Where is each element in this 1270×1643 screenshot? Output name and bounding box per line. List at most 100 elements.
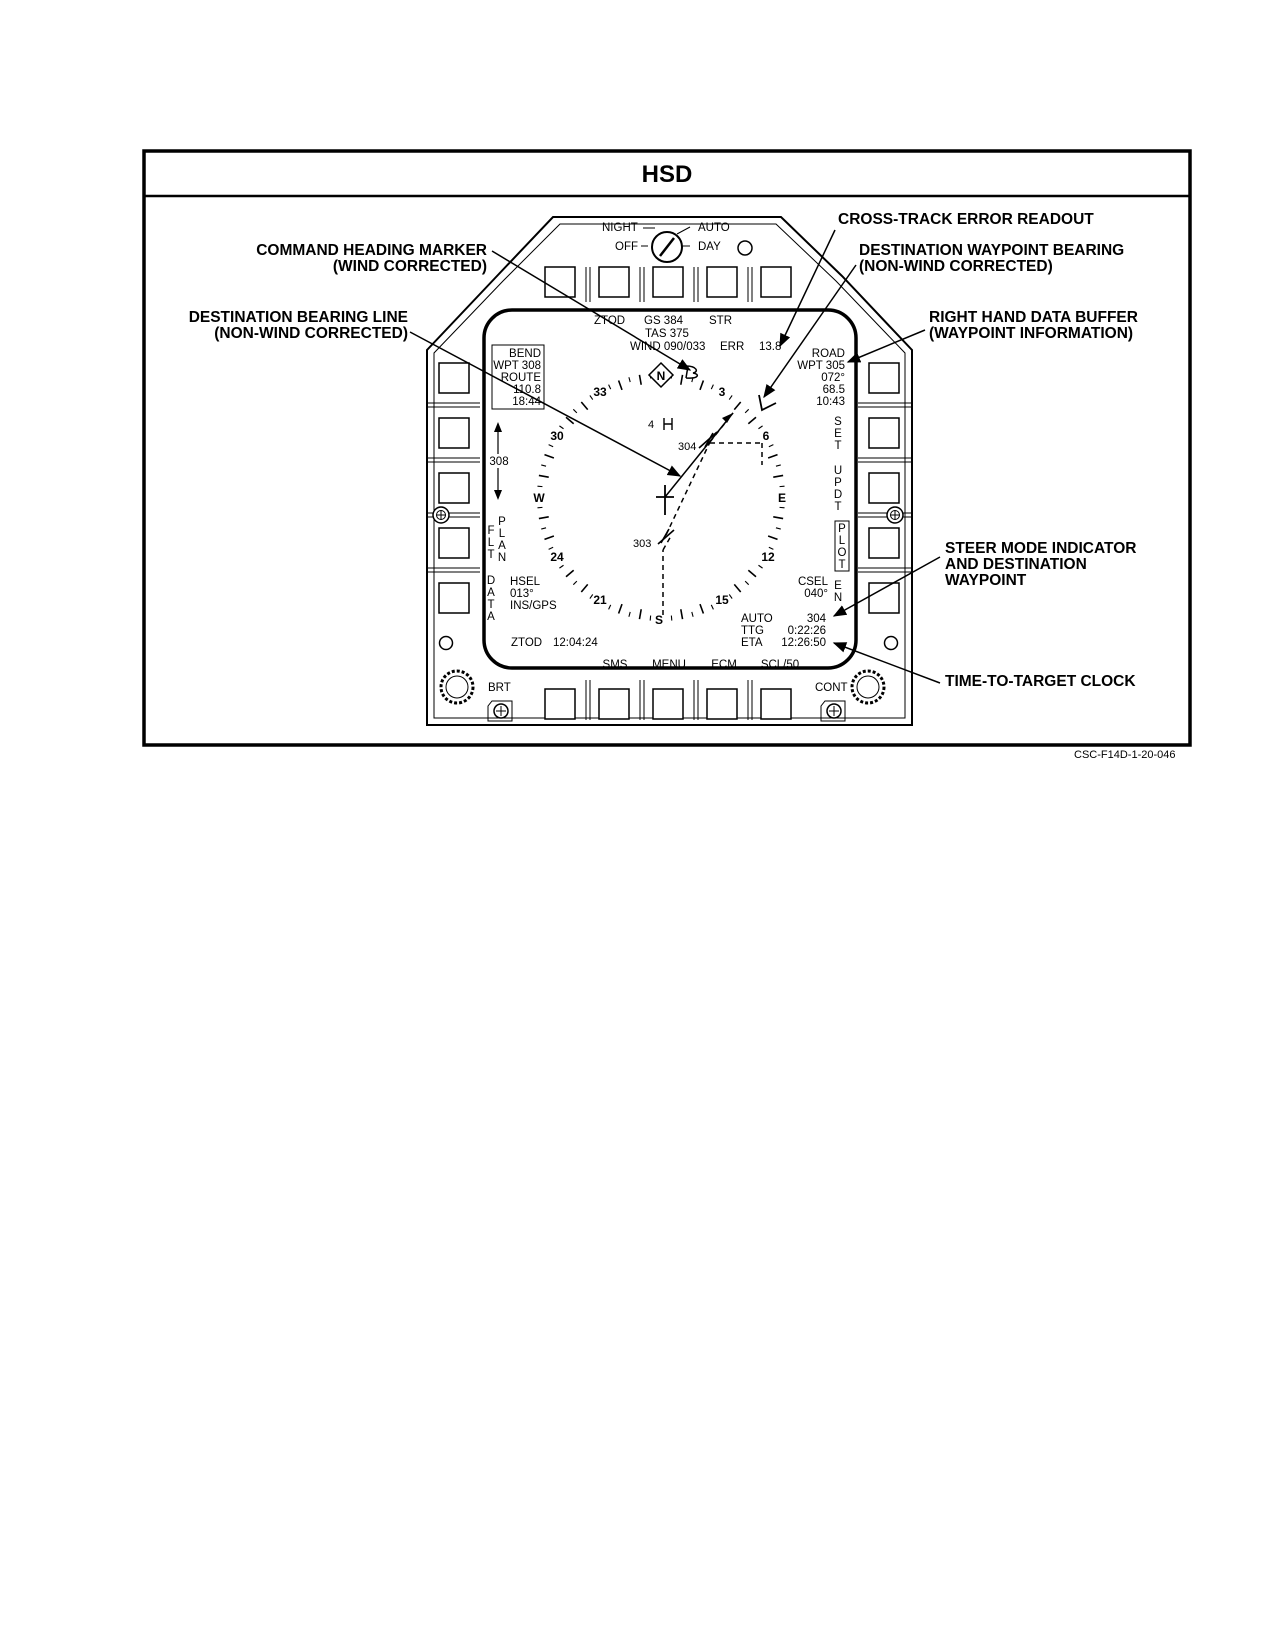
sms-option[interactable]: SMS <box>603 659 628 671</box>
eta-label: ETA <box>741 637 763 649</box>
right-button-4[interactable] <box>868 527 900 559</box>
left-button-4[interactable] <box>438 527 470 559</box>
bottom-button-1[interactable] <box>544 688 576 720</box>
left-buffer-line-2: WPT 308 <box>493 360 541 372</box>
compass-tick <box>733 583 742 593</box>
compass-tick <box>538 516 549 520</box>
tas-readout: TAS 375 <box>645 328 689 340</box>
compass-tick <box>580 583 589 593</box>
top-button-2[interactable] <box>598 266 630 298</box>
svg-text:WAYPOINT: WAYPOINT <box>945 572 1027 589</box>
leader-ttt-clock <box>832 642 941 684</box>
compass-tick <box>608 384 612 390</box>
left-button-5[interactable] <box>438 582 470 614</box>
svg-text:DESTINATION WAYPOINT BEARING: DESTINATION WAYPOINT BEARING <box>859 242 1124 259</box>
compass-tick <box>559 564 564 569</box>
ttg-label: TTG <box>741 625 764 637</box>
scl-option[interactable]: SCL/50 <box>761 659 799 671</box>
compass-tick <box>572 408 578 414</box>
brt-label: BRT <box>488 682 511 694</box>
bottom-button-4[interactable] <box>706 688 738 720</box>
display-screen <box>482 308 858 670</box>
compass-15: 15 <box>715 593 729 607</box>
right-buffer-line-5: 10:43 <box>816 396 845 408</box>
svg-text:(WIND CORRECTED): (WIND CORRECTED) <box>333 258 487 275</box>
callout-ttt-clock: TIME-TO-TARGET CLOCK <box>945 673 1136 690</box>
compass-tick <box>565 569 575 578</box>
compass-tick <box>680 609 684 620</box>
menu-option[interactable]: MENU <box>652 659 686 671</box>
compass-tick <box>744 408 750 414</box>
ztod-label: ZTOD <box>511 637 542 649</box>
compass-e: E <box>778 491 786 505</box>
top-pushbuttons <box>544 266 792 302</box>
compass-tick <box>544 453 555 459</box>
callout-dest-waypoint-bearing: DESTINATION WAYPOINT BEARING (NON-WIND C… <box>859 242 1124 275</box>
hsel-value: 013° <box>510 588 534 600</box>
cont-knob[interactable] <box>850 669 886 705</box>
svg-text:COMMAND HEADING MARKER: COMMAND HEADING MARKER <box>256 242 487 259</box>
plot-option-box[interactable] <box>834 520 850 572</box>
csel-label: CSEL <box>798 576 829 588</box>
compass-tick <box>691 611 694 617</box>
compass-24: 24 <box>550 550 564 564</box>
right-lamp <box>883 635 899 651</box>
right-button-5[interactable] <box>868 582 900 614</box>
svg-text:STEER MODE INDICATOR: STEER MODE INDICATOR <box>945 540 1136 557</box>
hsel-label: HSEL <box>510 576 541 588</box>
top-button-3[interactable] <box>652 266 684 298</box>
top-button-4[interactable] <box>706 266 738 298</box>
bottom-button-3[interactable] <box>652 688 684 720</box>
nav-source: INS/GPS <box>510 600 557 612</box>
leader-steer-mode <box>832 556 941 617</box>
compass-rose <box>537 373 785 621</box>
top-button-5[interactable] <box>760 266 792 298</box>
callout-cross-track-error: CROSS-TRACK ERROR READOUT <box>838 211 1094 228</box>
right-button-1[interactable] <box>868 362 900 394</box>
compass-tick <box>768 546 774 550</box>
compass-tick <box>767 535 778 541</box>
ecm-option[interactable]: ECM <box>711 659 737 671</box>
bottom-button-2[interactable] <box>598 688 630 720</box>
compass-tick <box>775 527 781 530</box>
compass-tick <box>767 453 778 459</box>
left-pushbuttons <box>427 362 480 614</box>
brt-knob[interactable] <box>439 669 475 705</box>
dest-waypoint-bearing-caret <box>758 394 777 412</box>
compass-tick <box>747 416 757 425</box>
bottom-button-5[interactable] <box>760 688 792 720</box>
left-button-2[interactable] <box>438 417 470 449</box>
str-top-option[interactable]: STR <box>709 315 732 327</box>
right-button-2[interactable] <box>868 417 900 449</box>
svg-text:DESTINATION BEARING LINE: DESTINATION BEARING LINE <box>189 309 408 326</box>
compass-tick <box>710 384 714 390</box>
figure-frame <box>142 149 1192 747</box>
compass-tick <box>744 580 750 586</box>
compass-tick <box>538 474 549 478</box>
svg-text:(WAYPOINT INFORMATION): (WAYPOINT INFORMATION) <box>929 325 1133 342</box>
right-button-3[interactable] <box>868 472 900 504</box>
compass-tick <box>699 380 705 391</box>
err-value: 13.8 <box>759 341 781 353</box>
figure-id: CSC-F14D-1-20-046 <box>1074 749 1176 761</box>
left-button-1[interactable] <box>438 362 470 394</box>
left-buffer-line-3: ROUTE <box>501 372 542 384</box>
leader-lines <box>409 229 941 684</box>
compass-tick <box>572 580 578 586</box>
right-buffer-line-4: 68.5 <box>823 384 845 396</box>
compass-w: W <box>533 491 545 505</box>
left-button-3[interactable] <box>438 472 470 504</box>
compass-tick <box>728 594 733 599</box>
north-marker <box>647 361 675 389</box>
compass-tick <box>773 516 784 520</box>
mode-knob[interactable] <box>641 226 691 263</box>
compass-tick <box>733 401 742 411</box>
